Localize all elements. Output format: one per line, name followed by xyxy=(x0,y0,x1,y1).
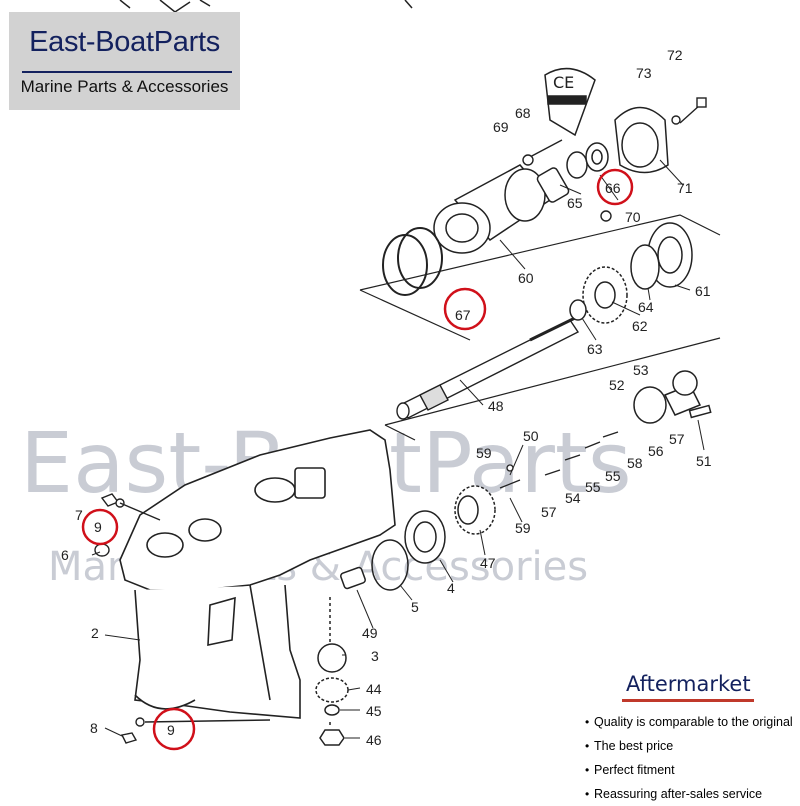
reverse-gear xyxy=(371,485,496,591)
shim-cover: CE xyxy=(544,67,669,174)
callout-64: 64 xyxy=(638,299,654,315)
bolts xyxy=(522,97,707,222)
callout-46: 46 xyxy=(366,732,382,748)
oil-seals xyxy=(566,142,609,179)
callout-3: 3 xyxy=(371,648,379,664)
callout-57b: 57 xyxy=(541,504,557,520)
callout-51: 51 xyxy=(696,453,712,469)
callout-52: 52 xyxy=(609,377,625,393)
callout-59a: 59 xyxy=(476,445,492,461)
benefit-text: Reassuring after-sales service xyxy=(594,787,763,801)
callout-5: 5 xyxy=(411,599,419,615)
highlight-circle-67 xyxy=(443,287,487,331)
aftermarket-info-panel: Aftermarket • Quality is comparable to th… xyxy=(585,672,797,806)
callout-7: 7 xyxy=(75,507,83,523)
drive-shaft xyxy=(396,316,580,420)
benefit-text: Perfect fitment xyxy=(594,763,675,777)
callout-56: 56 xyxy=(648,443,664,459)
callout-60: 60 xyxy=(518,270,534,286)
callout-65: 65 xyxy=(567,195,583,211)
svg-text:CE: CE xyxy=(553,73,574,92)
drain-screws xyxy=(94,493,271,744)
callout-73: 73 xyxy=(636,65,652,81)
callout-8: 8 xyxy=(90,720,98,736)
benefit-item: • Perfect fitment xyxy=(585,758,797,782)
bullet-icon: • xyxy=(585,739,590,753)
callout-49: 49 xyxy=(362,625,378,641)
clutch-dog xyxy=(633,370,712,424)
callout-68: 68 xyxy=(515,105,531,121)
aftermarket-underline xyxy=(622,699,754,702)
benefit-item: • The best price xyxy=(585,734,797,758)
callout-69: 69 xyxy=(493,119,509,135)
callout-55a: 55 xyxy=(605,468,621,484)
callout-9b: 9 xyxy=(167,722,175,738)
highlighted-callouts: 66 67 9 9 xyxy=(81,168,634,751)
brand-divider xyxy=(22,71,232,73)
callout-59b: 59 xyxy=(515,520,531,536)
callout-9a: 9 xyxy=(94,519,102,535)
callout-44: 44 xyxy=(366,681,382,697)
callout-58: 58 xyxy=(627,455,643,471)
callout-67: 67 xyxy=(455,307,471,323)
callout-45: 45 xyxy=(366,703,382,719)
callout-6: 6 xyxy=(61,547,69,563)
benefit-item: • Reassuring after-sales service xyxy=(585,782,797,806)
forward-gear-bearing xyxy=(569,222,693,324)
callout-71: 71 xyxy=(677,180,693,196)
highlight-circle-9b xyxy=(152,707,196,751)
callout-47: 47 xyxy=(480,555,496,571)
callout-48: 48 xyxy=(488,398,504,414)
callout-70: 70 xyxy=(625,209,641,225)
leader-lines xyxy=(91,159,705,739)
bearing-housing xyxy=(433,164,570,254)
bullet-icon: • xyxy=(585,715,590,729)
callout-2: 2 xyxy=(91,625,99,641)
callout-61: 61 xyxy=(695,283,711,299)
callout-50: 50 xyxy=(523,428,539,444)
callout-4: 4 xyxy=(447,580,455,596)
callout-72: 72 xyxy=(667,47,683,63)
shift-pins xyxy=(499,431,619,489)
benefit-text: Quality is comparable to the original xyxy=(594,715,793,729)
callout-63: 63 xyxy=(587,341,603,357)
callout-53: 53 xyxy=(633,362,649,378)
brand-name: East-BoatParts xyxy=(29,26,220,58)
callout-62: 62 xyxy=(632,318,648,334)
callout-54: 54 xyxy=(565,490,581,506)
top-edge-fragment xyxy=(119,0,413,13)
benefit-text: The best price xyxy=(594,739,674,753)
aftermarket-title: Aftermarket xyxy=(626,672,751,696)
brand-tagline: Marine Parts & Accessories xyxy=(20,77,229,96)
callout-labels: 72 73 68 69 71 65 70 60 64 61 62 63 53 5… xyxy=(61,47,712,748)
pinion-parts xyxy=(315,566,366,746)
benefit-item: • Quality is comparable to the original xyxy=(585,710,797,734)
highlight-circle-66 xyxy=(596,168,634,206)
upper-assembly-bracket xyxy=(359,214,721,341)
brand-logo-panel: East-BoatParts Marine Parts & Accessorie… xyxy=(9,12,240,110)
bullet-icon: • xyxy=(585,787,590,801)
highlight-circle-9a xyxy=(81,508,119,546)
shaft-assembly-bracket xyxy=(384,337,721,441)
callout-66: 66 xyxy=(605,180,621,196)
o-ring-pair xyxy=(382,227,443,296)
bullet-icon: • xyxy=(585,763,590,777)
gear-case-housing xyxy=(119,429,396,719)
benefit-list: • Quality is comparable to the original •… xyxy=(585,710,797,806)
callout-57a: 57 xyxy=(669,431,685,447)
callout-55b: 55 xyxy=(585,479,601,495)
